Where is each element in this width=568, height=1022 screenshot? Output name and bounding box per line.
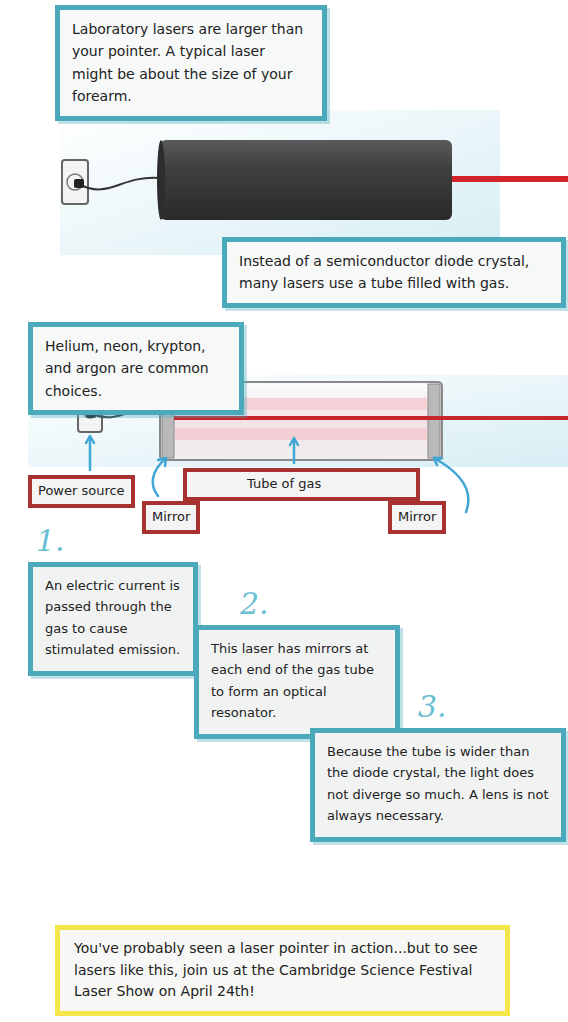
step-box: Because the tube is wider than the diode… bbox=[310, 728, 566, 842]
box-text: Mirror bbox=[398, 508, 436, 527]
part-label: Mirror bbox=[142, 501, 200, 534]
part-label: Mirror bbox=[388, 501, 446, 534]
leader-line bbox=[89, 438, 92, 470]
part-label: Power source bbox=[28, 475, 135, 508]
leader-arrowhead bbox=[290, 438, 298, 445]
part-label: Tube of gas bbox=[183, 468, 420, 501]
laser-beam bbox=[174, 416, 568, 420]
step-box: This laser has mirrors at each end of th… bbox=[194, 625, 400, 739]
box-text: Tube of gas bbox=[247, 475, 410, 494]
box-text: Power source bbox=[38, 482, 125, 501]
box-text: Mirror bbox=[152, 508, 190, 527]
box-text: An electric current is passed through th… bbox=[45, 575, 181, 661]
step-box: An electric current is passed through th… bbox=[28, 562, 198, 676]
note-box: Instead of a semiconductor diode crystal… bbox=[222, 237, 566, 308]
leader-arrowhead bbox=[158, 458, 166, 466]
wall-outlet bbox=[62, 160, 88, 204]
callout-number: 1. bbox=[36, 526, 65, 556]
outlet-socket bbox=[67, 174, 83, 190]
tube-end bbox=[157, 140, 165, 220]
box-text: Because the tube is wider than the diode… bbox=[327, 741, 549, 827]
box-text: This laser has mirrors at each end of th… bbox=[211, 638, 383, 724]
leader-arrowhead bbox=[86, 436, 94, 443]
event-box: You've probably seen a laser pointer in … bbox=[55, 925, 510, 1016]
laser-beam bbox=[452, 176, 568, 182]
note-box: Helium, neon, krypton, and argon are com… bbox=[28, 322, 244, 415]
mirror bbox=[428, 384, 440, 458]
laser-tube bbox=[160, 140, 452, 220]
power-cord bbox=[78, 178, 160, 190]
box-text: Helium, neon, krypton, and argon are com… bbox=[45, 335, 227, 402]
glow-band bbox=[175, 428, 427, 440]
plug bbox=[74, 179, 84, 188]
box-text: Laboratory lasers are larger than your p… bbox=[72, 18, 310, 108]
leader-line bbox=[293, 440, 296, 463]
box-text: You've probably seen a laser pointer in … bbox=[74, 938, 491, 1003]
box-text: Instead of a semiconductor diode crystal… bbox=[239, 250, 549, 295]
leader-line bbox=[153, 458, 166, 496]
leader-arrowhead bbox=[434, 458, 442, 465]
callout-number: 2. bbox=[240, 589, 269, 619]
background-band bbox=[60, 110, 500, 255]
intro-box: Laboratory lasers are larger than your p… bbox=[55, 5, 327, 121]
callout-number: 3. bbox=[418, 692, 447, 722]
